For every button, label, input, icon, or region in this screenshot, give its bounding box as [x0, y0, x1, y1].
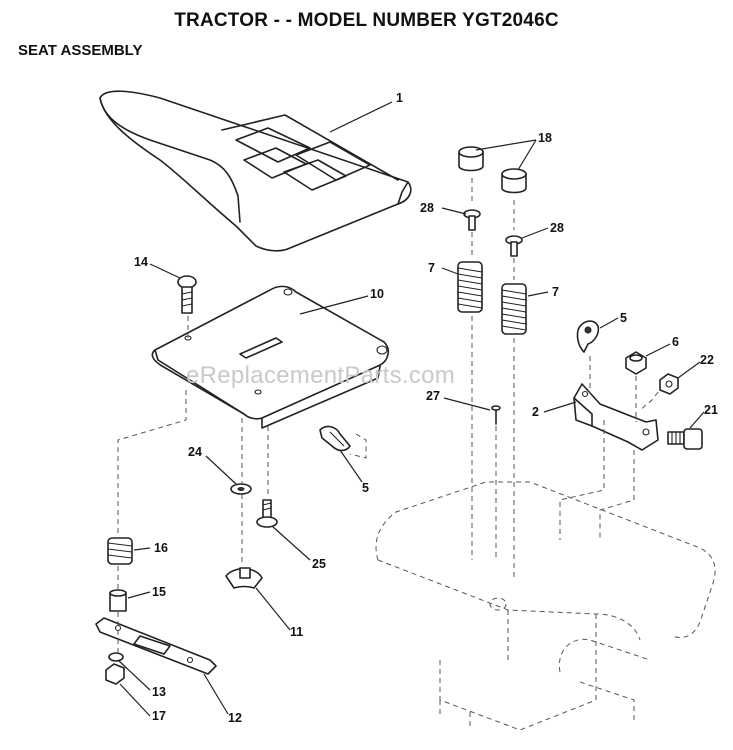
washer-part[interactable] [230, 483, 252, 495]
callout-28a: 28 [420, 201, 434, 215]
callout-18: 18 [538, 131, 552, 145]
bumper-part[interactable] [458, 146, 527, 194]
seat-pan-part[interactable] [151, 285, 390, 429]
callout-28b: 28 [550, 221, 564, 235]
watermark-text: eReplacementParts.com [186, 362, 456, 389]
callout-22: 22 [700, 353, 714, 367]
callout-5b: 5 [362, 481, 369, 495]
callout-labels: 1 18 28 28 14 10 7 7 5 6 22 27 2 21 24 5… [134, 91, 718, 725]
callout-16: 16 [154, 541, 168, 555]
callout-11: 11 [290, 625, 303, 639]
leader-lines [117, 101, 705, 717]
nut-part[interactable] [625, 351, 647, 375]
callout-24: 24 [188, 445, 202, 459]
diagram-title: TRACTOR - - MODEL NUMBER YGT2046C [174, 10, 559, 31]
seat-part[interactable] [99, 90, 412, 252]
clip-part[interactable] [319, 425, 351, 452]
lower-nut-part[interactable] [105, 652, 125, 685]
spring-part-16[interactable] [107, 537, 133, 565]
callout-1: 1 [396, 91, 403, 105]
carriage-bolt-part[interactable] [177, 275, 197, 314]
callout-21: 21 [704, 403, 718, 417]
screw-part[interactable] [463, 209, 523, 257]
spacer-part[interactable] [109, 589, 127, 612]
callout-12: 12 [228, 711, 242, 725]
callout-15: 15 [152, 585, 166, 599]
bracket-part[interactable] [573, 383, 659, 451]
callout-6: 6 [672, 335, 679, 349]
section-title: SEAT ASSEMBLY [18, 42, 143, 59]
pin-part[interactable] [491, 405, 501, 425]
shoulder-bolt-part[interactable] [667, 428, 703, 450]
callout-2: 2 [532, 405, 539, 419]
callout-17: 17 [152, 709, 166, 723]
callout-5a: 5 [620, 311, 627, 325]
callout-25: 25 [312, 557, 326, 571]
tractor-frame [375, 481, 716, 731]
callout-7b: 7 [552, 285, 559, 299]
nut-part-22[interactable] [659, 373, 679, 395]
callout-27: 27 [426, 389, 440, 403]
callout-10: 10 [370, 287, 384, 301]
knob-part[interactable] [576, 320, 600, 353]
alignment-lines [117, 178, 659, 654]
callout-7a: 7 [428, 261, 435, 275]
spring-part[interactable] [457, 261, 527, 335]
adjuster-knob-part[interactable] [225, 567, 263, 589]
callout-13: 13 [152, 685, 166, 699]
callout-14: 14 [134, 255, 148, 269]
bolt-part[interactable] [256, 499, 278, 528]
